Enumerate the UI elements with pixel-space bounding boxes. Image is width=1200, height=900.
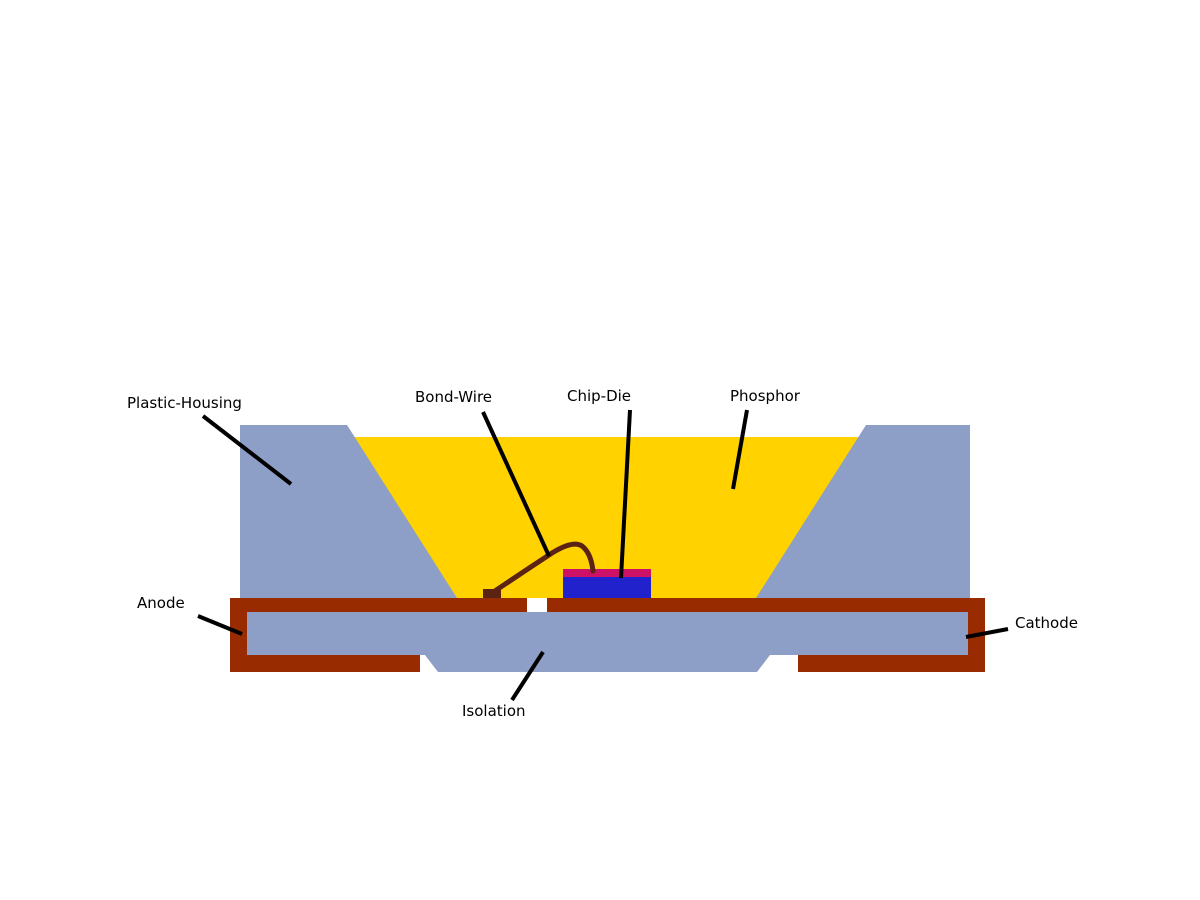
chip-die-leader-line (619, 409, 632, 579)
bond-wire-leader-line (481, 411, 551, 557)
anode-leader-line (197, 614, 243, 636)
lead-frame-top-right-shape (547, 598, 985, 612)
plastic-housing-left-shape (240, 425, 457, 598)
bond-wire-shape (486, 541, 596, 598)
label-phosphor: Phosphor (730, 387, 800, 405)
lead-frame-top-left-shape (230, 598, 527, 612)
label-bond-wire: Bond-Wire (415, 388, 493, 406)
plastic-housing-right-shape (756, 425, 970, 598)
cathode-leader-line (965, 627, 1009, 639)
label-chip-die: Chip-Die (567, 387, 632, 405)
phosphor-leader-line (731, 409, 749, 490)
metal-slab-shape (247, 612, 968, 672)
chip-die-top-shape (563, 569, 651, 577)
isolation-leader-line (510, 650, 545, 702)
anode-terminal-shape (230, 598, 247, 672)
label-plastic-housing: Plastic-Housing (127, 394, 242, 412)
lead-frame-bottom-left-shape (230, 655, 420, 672)
chip-die-shape (563, 577, 651, 598)
lead-frame-bottom-right-shape (798, 655, 985, 672)
label-isolation: Isolation (462, 702, 526, 720)
plastic-housing-leader-line (201, 414, 293, 486)
label-anode: Anode (137, 594, 185, 612)
phosphor-shape (345, 437, 868, 598)
label-cathode: Cathode (1015, 614, 1078, 632)
